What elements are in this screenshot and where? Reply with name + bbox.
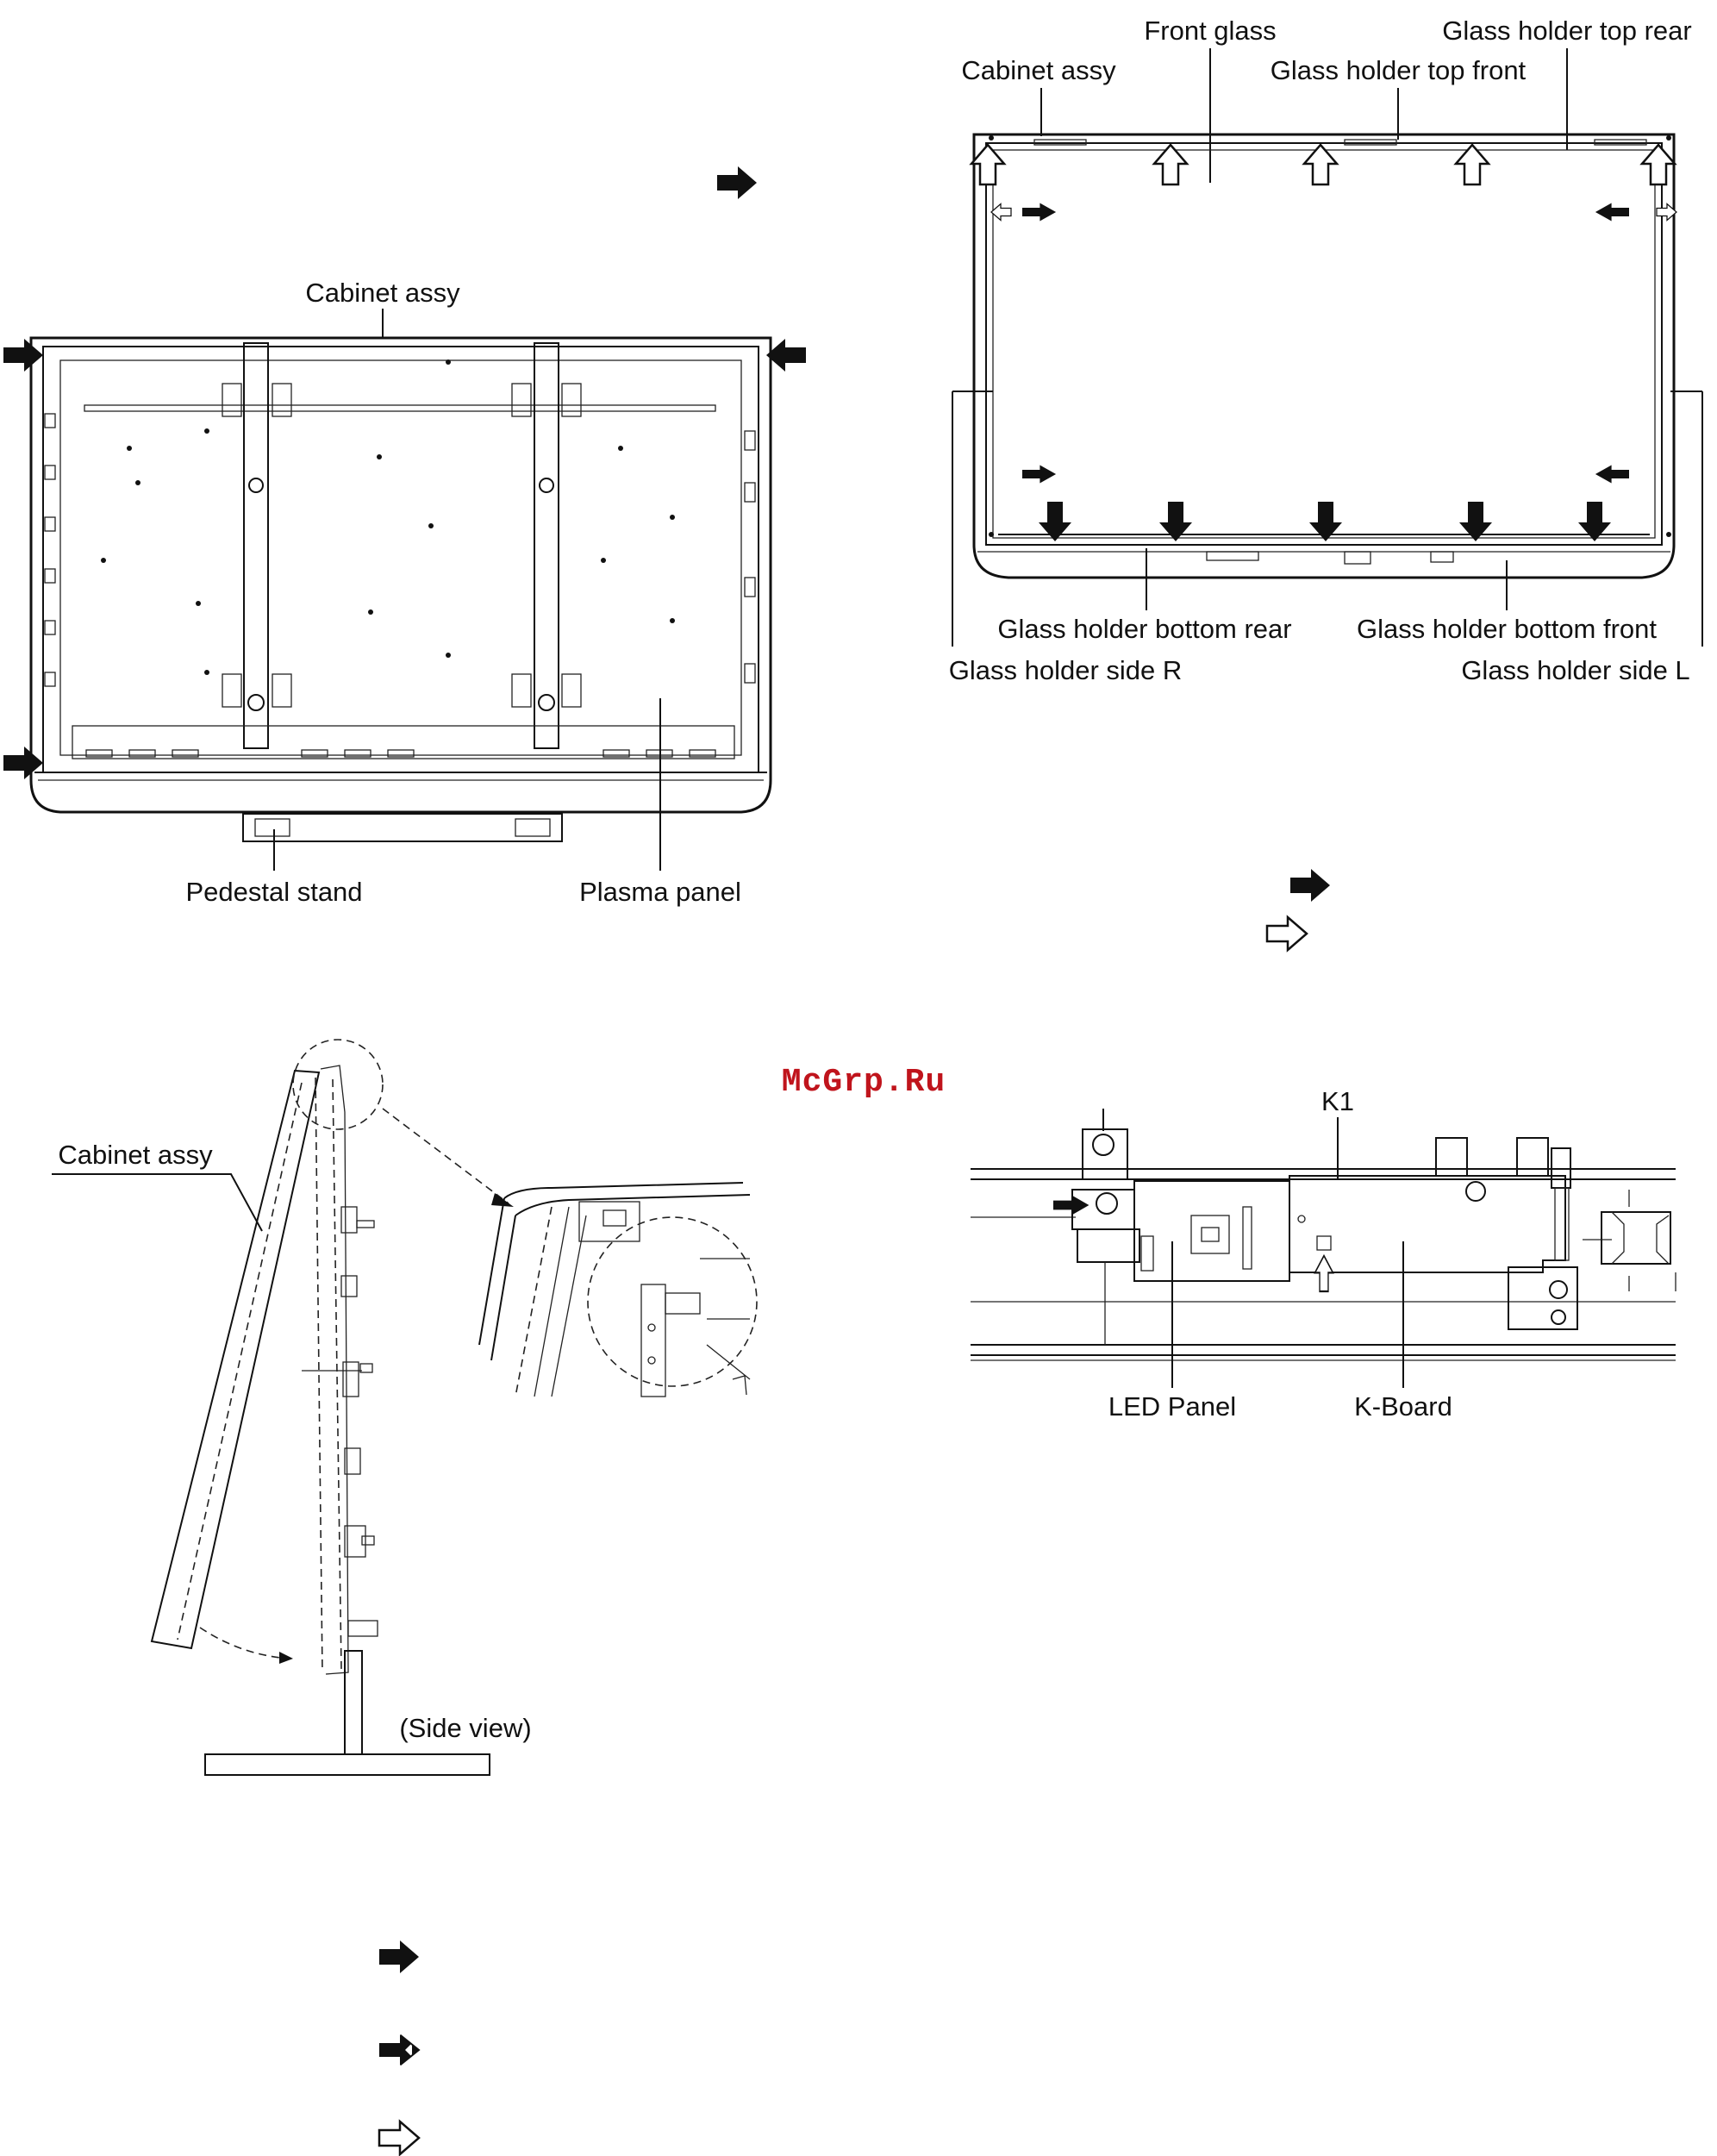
label-glass-holder-top-rear: Glass holder top rear [1442, 16, 1691, 46]
label-led-panel: LED Panel [1108, 1391, 1236, 1422]
label-pedestal-stand: Pedestal stand [185, 877, 362, 907]
bracket-right [534, 343, 559, 748]
label-plasma-panel: Plasma panel [579, 877, 741, 907]
solid-arrow-icon [1309, 502, 1342, 541]
label-cabinet-assy: Cabinet assy [305, 278, 460, 308]
watermark: McGrp.Ru [782, 1064, 946, 1101]
solid-arrow-icon [1459, 502, 1492, 541]
label-glass-holder-bottom-front: Glass holder bottom front [1357, 614, 1657, 644]
solid-arrow-icon [1595, 466, 1629, 484]
hollow-arrow-icon [379, 2122, 419, 2154]
solid-arrow-icon [766, 339, 806, 372]
solid-arrow-icon [1595, 203, 1629, 222]
hollow-arrow-icon [1304, 145, 1337, 184]
label-k-board: K-Board [1354, 1391, 1452, 1422]
led-panel [1134, 1181, 1289, 1281]
label-glass-holder-side-l: Glass holder side L [1461, 655, 1689, 685]
label-k1: K1 [1321, 1086, 1354, 1116]
hollow-arrow-icon [971, 145, 1004, 184]
solid-arrow-icon [3, 747, 43, 779]
label-cabinet-assy-3: Cabinet assy [58, 1140, 213, 1170]
label-cabinet-assy-2: Cabinet assy [961, 55, 1116, 85]
solid-arrow-icon [1290, 869, 1330, 902]
bracket-left [244, 343, 268, 748]
solid-arrow-icon [379, 1940, 419, 1973]
label-side-view: (Side view) [399, 1713, 531, 1743]
label-front-glass: Front glass [1144, 16, 1276, 46]
solid-arrow-icon [1022, 466, 1056, 484]
hollow-arrow-icon [1456, 145, 1489, 184]
solid-arrow-icon [717, 166, 757, 199]
stand-base [205, 1754, 490, 1775]
double-arrow-icon [379, 2034, 419, 2065]
bottom-legend [379, 1940, 419, 2154]
label-glass-holder-bottom-rear: Glass holder bottom rear [997, 614, 1291, 644]
detail-inset [479, 1183, 757, 1397]
solid-arrow-icon [1039, 502, 1071, 541]
diagram-side-view: Cabinet assy [52, 1040, 757, 1775]
diagram-rear-cabinet: Cabinet assy [3, 166, 806, 907]
hollow-arrow-icon [1267, 917, 1307, 950]
solid-arrow-icon [3, 339, 43, 372]
hollow-arrow-icon [1315, 1256, 1333, 1291]
solid-arrow-icon [1022, 203, 1056, 222]
pedestal-stand [243, 814, 562, 841]
label-glass-holder-top-front: Glass holder top front [1271, 55, 1527, 85]
diagram-k-board: K1 [971, 1086, 1676, 1422]
k-board [1289, 1176, 1565, 1272]
hollow-arrow-icon [1154, 145, 1187, 184]
diagram-glass-holders: Front glass Glass holder top rear Cabine… [949, 16, 1702, 950]
hollow-arrow-icon [1642, 145, 1675, 184]
hollow-arrow-icon [991, 204, 1011, 221]
solid-arrow-icon [1159, 502, 1192, 541]
solid-arrow-icon [1578, 502, 1611, 541]
label-glass-holder-side-r: Glass holder side R [949, 655, 1183, 685]
solid-arrow-icon [1053, 1196, 1089, 1215]
